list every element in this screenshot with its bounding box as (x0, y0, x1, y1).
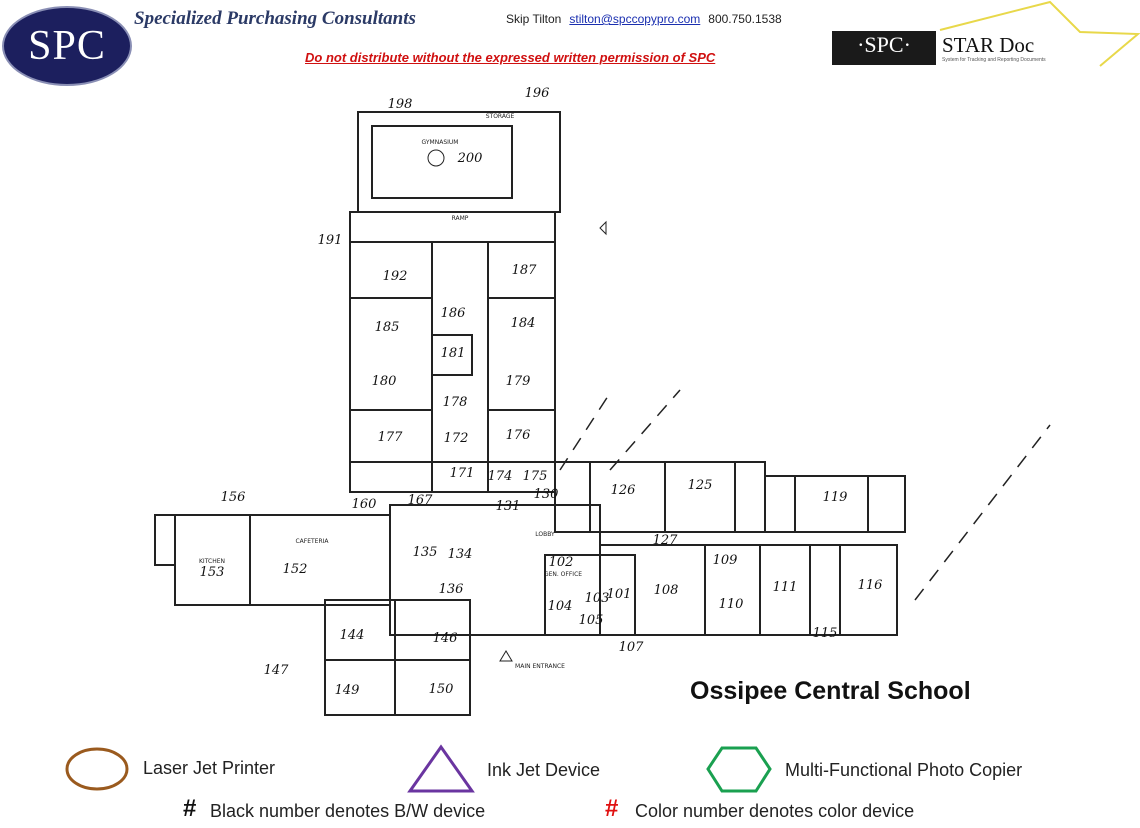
contact-info: Skip Tilton stilton@spccopypro.com 800.750… (506, 12, 782, 26)
contact-email-link[interactable]: stilton@spccopypro.com (569, 12, 701, 26)
room-label-184: 184 (511, 316, 536, 331)
area-label-ramp: RAMP (452, 215, 469, 222)
room-label-196: 196 (525, 86, 550, 101)
area-label-cafeteria: CAFETERIA (295, 538, 329, 545)
building-walls (154, 111, 906, 716)
area-label-main-entrance: MAIN ENTRANCE (515, 663, 565, 670)
bw-number-symbol: # (183, 795, 197, 822)
legend-laser-label: Laser Jet Printer (143, 758, 276, 778)
room-label-147: 147 (264, 663, 290, 678)
room-label-109: 109 (713, 553, 738, 568)
room-label-179: 179 (506, 374, 531, 389)
room-label-110: 110 (719, 597, 744, 612)
room-label-180: 180 (372, 374, 397, 389)
star-icon (939, 0, 1140, 67)
room-label-111: 111 (773, 580, 798, 595)
room-label-192: 192 (383, 269, 408, 284)
room-label-172: 172 (444, 431, 469, 446)
room-label-115: 115 (813, 626, 838, 641)
room-label-176: 176 (506, 428, 531, 443)
room-label-174: 174 (488, 469, 513, 484)
room-label-167: 167 (408, 493, 434, 508)
room-label-171: 171 (450, 466, 475, 481)
room-label-107: 107 (619, 640, 645, 655)
area-label-storage: STORAGE (486, 113, 515, 120)
room-label-185: 185 (375, 320, 400, 335)
star-doc-logo-title: STAR Doc (942, 33, 1035, 57)
room-label-191: 191 (318, 233, 343, 248)
room-label-102: 102 (549, 555, 574, 570)
room-label-126: 126 (611, 483, 636, 498)
room-label-177: 177 (378, 430, 404, 445)
spc-logo: SPC (2, 6, 132, 86)
laser-printer-circle-icon (65, 747, 129, 791)
dashed-lines (559, 389, 1051, 601)
room-label-181: 181 (441, 346, 466, 361)
room-label-160: 160 (352, 497, 377, 512)
room-label-186: 186 (441, 306, 466, 321)
legend-mfp-label: Multi-Functional Photo Copier (785, 760, 1023, 780)
side-triangle-icon (599, 220, 607, 236)
legend-bw-text: Black number denotes B/W device (210, 801, 486, 821)
room-label-134: 134 (448, 547, 473, 562)
room-label-187: 187 (512, 263, 538, 278)
distribution-warning: Do not distribute without the expressed … (305, 50, 716, 65)
room-label-144: 144 (340, 628, 365, 643)
room-label-198: 198 (388, 97, 413, 112)
star-doc-logo-subtitle: System for Tracking and Reporting Docume… (942, 57, 1046, 63)
room-label-136: 136 (439, 582, 464, 597)
company-name: Specialized Purchasing Consultants (134, 8, 416, 29)
room-label-127: 127 (653, 533, 679, 548)
inkjet-triangle-icon (407, 744, 475, 793)
room-label-130: 130 (534, 487, 559, 502)
contact-name: Skip Tilton (506, 12, 562, 26)
area-label-lobby: LOBBY (535, 531, 555, 538)
room-label-105: 105 (579, 613, 604, 628)
entrance-triangle-icon (499, 650, 513, 662)
room-label-119: 119 (823, 490, 848, 505)
room-label-200: 200 (457, 151, 483, 166)
room-label-156: 156 (221, 490, 246, 505)
room-label-108: 108 (654, 583, 679, 598)
school-title: Ossipee Central School (690, 677, 971, 705)
legend-inkjet-label: Ink Jet Device (487, 760, 601, 780)
room-label-104: 104 (548, 599, 573, 614)
legend-color-text: Color number denotes color device (635, 801, 915, 821)
room-label-178: 178 (443, 395, 468, 410)
area-label-gen-office: GEN. OFFICE (544, 571, 582, 578)
room-label-101: 101 (607, 587, 632, 602)
room-label-146: 146 (433, 631, 458, 646)
room-label-131: 131 (496, 499, 521, 514)
area-label-gymnasium: GYMNASIUM (422, 139, 459, 146)
room-label-175: 175 (523, 469, 548, 484)
room-label-150: 150 (429, 682, 454, 697)
room-label-152: 152 (283, 562, 308, 577)
gym-center-circle (427, 149, 445, 167)
contact-phone: 800.750.1538 (708, 12, 782, 26)
room-label-116: 116 (858, 578, 883, 593)
mfp-hexagon-icon (706, 746, 772, 793)
area-label-kitchen: KITCHEN (199, 558, 225, 565)
star-doc-logo-box: ·SPC· (832, 31, 936, 65)
logo-text: SPC (28, 23, 106, 69)
room-label-135: 135 (413, 545, 438, 560)
room-label-153: 153 (200, 565, 225, 580)
room-label-149: 149 (335, 683, 360, 698)
color-number-symbol: # (605, 795, 619, 822)
room-label-103: 103 (585, 591, 610, 606)
room-label-125: 125 (688, 478, 713, 493)
